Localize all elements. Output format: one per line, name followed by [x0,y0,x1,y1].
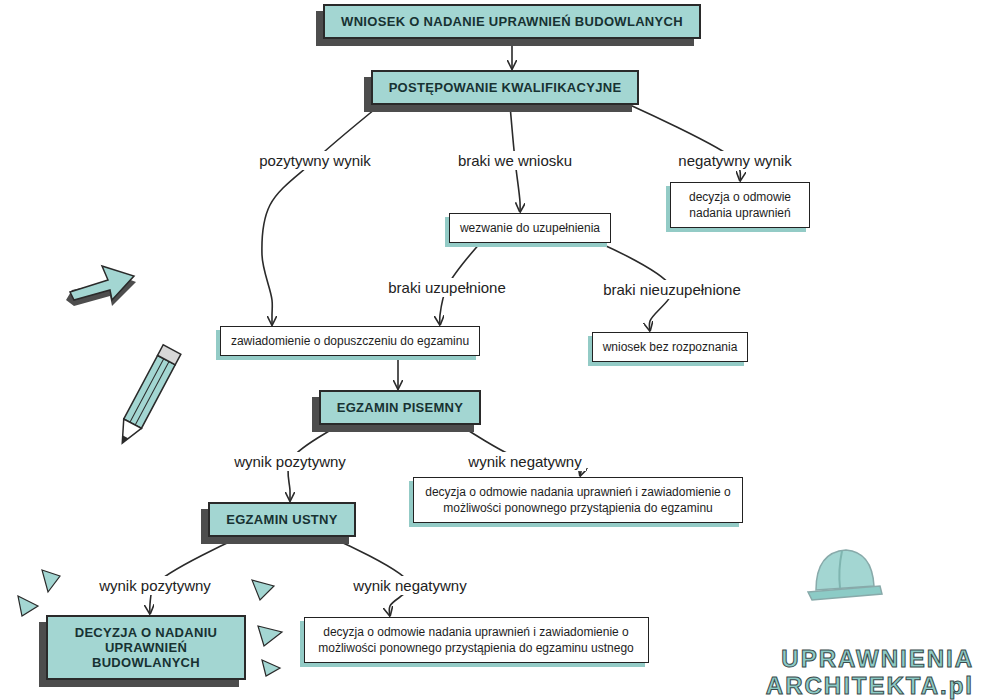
flow-arrow [511,39,513,69]
refusal-box: decyzja o odmowie nadania uprawnień [670,182,810,228]
flow-arrow [262,105,380,325]
qualification-box: POSTĘPOWANIE KWALIFIKACYJNE [371,70,640,105]
box-text: decyzja o odmowie nadania uprawnień i za… [315,624,638,656]
box-text: EGZAMIN PISEMNY [337,400,464,415]
summons-box: wezwanie do uzupełnienia [449,213,611,243]
box-text: WNIOSEK O NADANIE UPRAWNIEŃ BUDOWLANYCH [341,14,683,29]
edge-label: braki uzupełnione [384,278,510,297]
oral-exam-box: EGZAMIN USTNY [208,502,356,537]
edge-label: wynik pozytywny [95,576,215,595]
edge-label: wynik negatywny [464,452,585,471]
box-text: wezwanie do uzupełnienia [460,220,600,236]
box-text: wniosek bez rozpoznania [603,339,738,355]
box-text: EGZAMIN USTNY [226,512,338,527]
box-text: POSTĘPOWANIE KWALIFIKACYJNE [389,80,622,95]
refusal-box: decyzja o odmowie nadania uprawnień i za… [304,617,649,663]
box-text: zawiadomienie o dopuszczeniu do egzaminu [231,333,469,349]
grant-box: DECYZJA O NADANIU UPRAWNIEŃ BUDOWLANYCH [46,615,246,680]
edge-label: pozytywny wynik [255,151,375,170]
refusal-box: decyzja o odmowie nadania uprawnień i za… [413,477,743,523]
flow-arrow [397,356,399,389]
watermark: UPRAWNIENIA [781,645,974,673]
admission-box: zawiadomienie o dopuszczeniu do egzaminu [220,326,480,356]
pencil-icon [113,345,180,448]
arrow-icon [66,266,136,306]
flow-arrow [630,105,740,181]
box-text: decyzja o odmowie nadania uprawnień [681,189,799,221]
box-text: DECYZJA O NADANIU UPRAWNIEŃ BUDOWLANYCH [64,625,228,670]
hard-hat-icon [808,550,882,600]
edge-label: negatywny wynik [674,151,795,170]
unexamined-box: wniosek bez rozpoznania [592,332,749,362]
written-exam-box: EGZAMIN PISEMNY [319,390,482,425]
edge-label: wynik pozytywny [230,452,350,471]
box-text: decyzja o odmowie nadania uprawnień i za… [424,484,732,516]
edge-label: wynik negatywny [349,576,470,595]
edge-label: braki we wniosku [454,151,576,170]
request-box: WNIOSEK O NADANIE UPRAWNIEŃ BUDOWLANYCH [323,4,701,39]
edge-label: braki nieuzupełnione [599,280,745,299]
watermark: ARCHITEKTA.pl [766,672,974,700]
